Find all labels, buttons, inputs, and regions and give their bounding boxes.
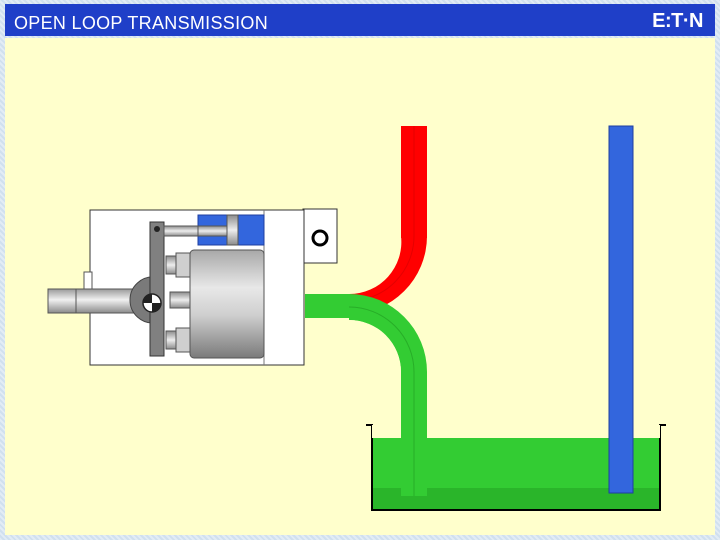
eaton-logo: E:T·N xyxy=(652,10,703,32)
header-bar: OPEN LOOP TRANSMISSION E:T·N xyxy=(5,4,715,36)
slide-title: OPEN LOOP TRANSMISSION xyxy=(14,13,268,33)
reservoir-air xyxy=(372,425,660,438)
reservoir-walls xyxy=(366,424,666,511)
port-hole xyxy=(311,229,329,247)
suction-line xyxy=(305,294,427,496)
return-line xyxy=(608,125,634,494)
pressure-line xyxy=(348,126,427,314)
reservoir-fluid-shade xyxy=(372,488,660,510)
swashplate xyxy=(129,221,165,357)
cylinder-block xyxy=(165,249,265,359)
control-piston xyxy=(163,214,265,246)
